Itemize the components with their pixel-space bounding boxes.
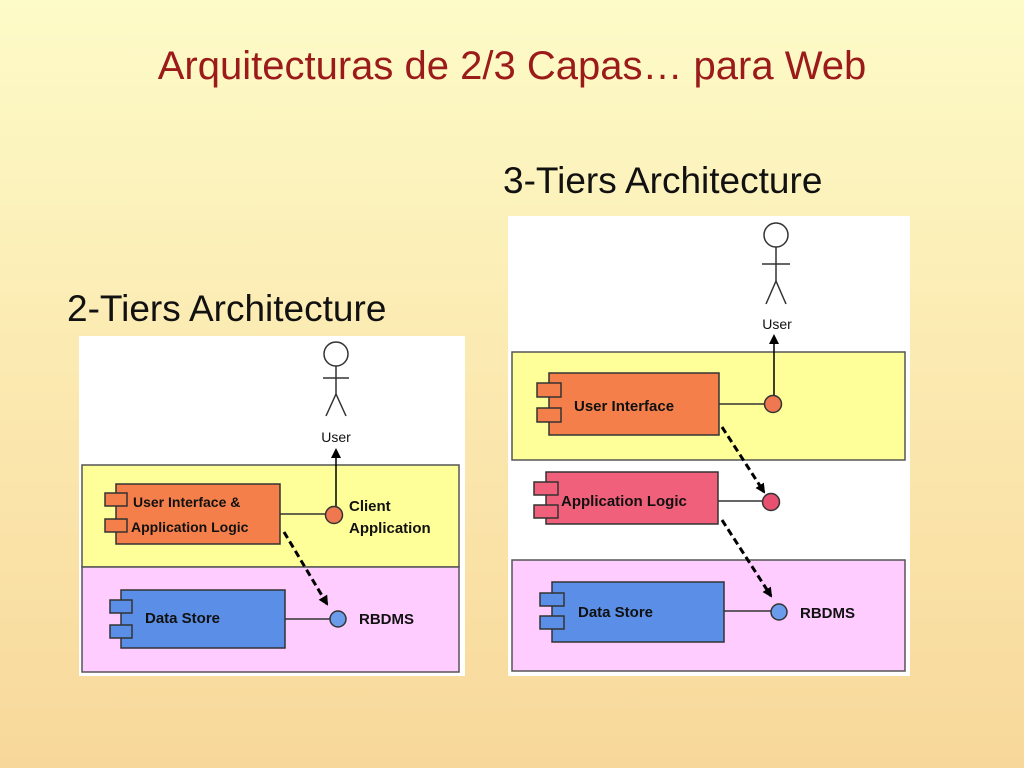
ui-to-db-dependency-arrow bbox=[282, 531, 329, 606]
user-label: User bbox=[762, 316, 792, 332]
two-tier-heading: 2-Tiers Architecture bbox=[67, 288, 387, 329]
user-actor-icon bbox=[762, 222, 790, 305]
ui-to-logic-dependency-arrow bbox=[720, 426, 766, 494]
rbdms-interface-icon bbox=[770, 603, 788, 621]
ui-logic-label-line1: User Interface & bbox=[133, 494, 240, 510]
logic-interface-icon bbox=[761, 492, 781, 512]
logic-to-db-dependency-arrow bbox=[720, 519, 773, 598]
data-store-component: Data Store bbox=[109, 589, 286, 649]
two-tier-diagram: User User Interface & Application Logic … bbox=[79, 336, 465, 676]
user-label: User bbox=[321, 429, 351, 445]
user-actor-icon bbox=[323, 341, 349, 417]
user-interface-component: User Interface bbox=[536, 372, 720, 436]
client-interface-label-line1: Client bbox=[349, 498, 391, 515]
data-store-label: Data Store bbox=[145, 610, 220, 627]
ui-interface-icon bbox=[763, 394, 783, 414]
application-logic-component: Application Logic bbox=[533, 471, 719, 525]
client-application-interface-icon bbox=[324, 505, 344, 525]
user-interface-label: User Interface bbox=[574, 398, 674, 415]
data-store-label: Data Store bbox=[578, 604, 653, 621]
client-interface-label-line2: Application bbox=[349, 520, 431, 537]
three-tier-heading: 3-Tiers Architecture bbox=[503, 160, 823, 201]
ui-logic-label-line2: Application Logic bbox=[131, 519, 249, 535]
slide-title: Arquitecturas de 2/3 Capas… para Web bbox=[157, 44, 867, 88]
rbdms-label: RBDMS bbox=[800, 605, 855, 622]
application-logic-label: Application Logic bbox=[561, 493, 687, 510]
data-store-component: Data Store bbox=[539, 581, 725, 643]
ui-logic-component: User Interface & Application Logic bbox=[104, 483, 281, 545]
three-tier-diagram: User User Interface Application Logic Da… bbox=[508, 216, 910, 676]
rbdms-label: RBDMS bbox=[359, 611, 414, 628]
rbdms-interface-icon bbox=[329, 610, 347, 628]
